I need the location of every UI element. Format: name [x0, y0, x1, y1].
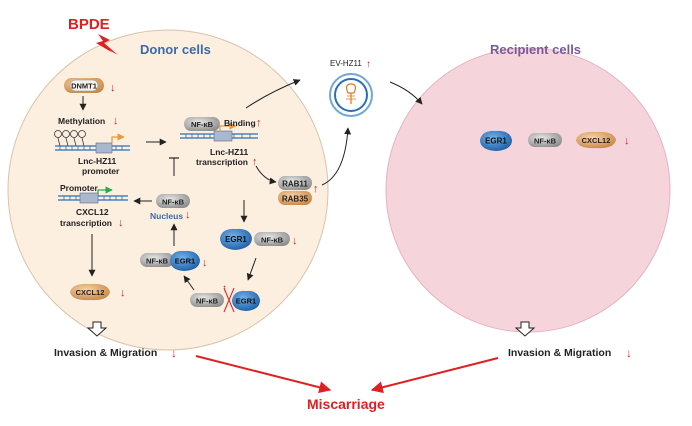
svg-text:RAB11: RAB11: [282, 180, 308, 189]
up-arrow-icon: ↑: [256, 117, 262, 129]
down-arrow-icon: ↓: [626, 346, 632, 360]
down-arrow-icon: ↓: [185, 209, 191, 221]
donor-cells-title: Donor cells: [140, 42, 211, 57]
bpde-label: BPDE: [68, 16, 110, 33]
down-arrow-icon: ↓: [120, 287, 126, 299]
red-arrow: [195, 355, 332, 394]
rab11-protein: RAB11: [278, 176, 312, 190]
dissociation-icon: [223, 287, 235, 313]
lnc-hz11-transcription-dna: [180, 122, 258, 142]
recipient-cell: [385, 47, 671, 333]
svg-text:NF-κB: NF-κB: [191, 120, 214, 129]
up-arrow-icon: ↑: [313, 183, 319, 195]
svg-text:RAB35: RAB35: [282, 195, 309, 204]
egr1-protein: EGR1: [480, 130, 512, 151]
svg-text:CXCL12: CXCL12: [76, 288, 105, 297]
transcription-label-line1: Lnc-HZ11: [210, 147, 249, 157]
donor-cell: [7, 29, 329, 351]
svg-text:EGR1: EGR1: [225, 235, 247, 244]
egr1-protein: EGR1: [232, 290, 260, 311]
up-arrow-icon: ↑: [252, 156, 258, 168]
ev-hz11-label: EV-HZ11: [330, 59, 362, 68]
svg-text:EGR1: EGR1: [175, 257, 195, 266]
svg-text:CXCL12: CXCL12: [582, 136, 611, 145]
down-arrow-icon: ↓: [292, 235, 298, 247]
hollow-down-arrow-icon: [86, 321, 108, 337]
svg-text:NF-κB: NF-κB: [261, 236, 284, 245]
nfkb-protein: NF-κB: [190, 293, 224, 307]
down-arrow-icon: ↓: [624, 135, 630, 147]
svg-text:NF-κB: NF-κB: [534, 137, 557, 146]
svg-text:NF-κB: NF-κB: [162, 198, 185, 207]
cxcl12-protein: CXCL12: [70, 283, 110, 301]
miscarriage-label: Miscarriage: [307, 396, 385, 412]
nfkb-protein: NF-κB: [184, 117, 220, 131]
down-arrow-icon: ↓: [171, 346, 177, 360]
invasion-migration-left-label: Invasion & Migration: [54, 347, 157, 359]
svg-text:NF-κB: NF-κB: [146, 257, 169, 266]
promoter-label: Promoter: [60, 183, 98, 193]
nucleus-label: Nucleus: [150, 211, 183, 221]
arrow-to-vesicle: [245, 79, 301, 109]
down-arrow-icon: ↓: [118, 217, 124, 229]
binding-label: Binding: [224, 118, 256, 128]
up-arrow-icon: ↑: [366, 59, 371, 70]
arrow: [255, 165, 277, 185]
dnmt1-protein: DNMT1: [64, 78, 104, 93]
down-arrow-icon: ↓: [202, 257, 208, 269]
arrow-to-recipient: [389, 81, 423, 105]
methylation-label: Methylation: [58, 116, 105, 126]
nfkb-egr1-complex: NF-κB EGR1: [140, 250, 200, 271]
extracellular-vesicle-icon: [329, 73, 373, 117]
rab35-protein: RAB35: [278, 191, 312, 205]
transcription-label-line2: transcription: [196, 157, 248, 167]
invasion-migration-right-label: Invasion & Migration: [508, 347, 611, 359]
lightning-bolt-icon: [96, 34, 118, 55]
arrow: [246, 257, 257, 281]
up-arrow-icon: ↑: [222, 283, 227, 294]
svg-text:NF-κB: NF-κB: [196, 297, 219, 306]
cxcl12-transcription-line2: transcription: [60, 218, 112, 228]
promoter-label-line1: Lnc-HZ11: [78, 156, 117, 166]
down-arrow-icon: ↓: [110, 82, 116, 94]
nfkb-protein: NF-κB: [254, 232, 290, 246]
svg-text:EGR1: EGR1: [236, 297, 256, 306]
arrow: [183, 275, 195, 291]
hollow-down-arrow-icon: [514, 321, 536, 337]
egr1-protein: EGR1: [220, 228, 252, 250]
arrow-to-vesicle: [321, 127, 352, 186]
cxcl12-transcription-line1: CXCL12: [76, 207, 109, 217]
dnmt1-label: DNMT1: [71, 82, 97, 91]
recipient-cells-title: Recipient cells: [490, 42, 581, 57]
svg-text:EGR1: EGR1: [485, 137, 507, 146]
cxcl12-protein: CXCL12: [576, 131, 616, 149]
down-arrow-icon: ↓: [113, 115, 119, 127]
nfkb-protein: NF-κB: [528, 133, 562, 147]
nfkb-protein-nucleus: NF-κB: [156, 194, 190, 208]
promoter-label-line2: promoter: [82, 166, 120, 176]
cxcl12-promoter-dna: [58, 186, 128, 204]
lnc-hz11-promoter-dna: [54, 130, 130, 154]
red-arrow: [370, 357, 499, 394]
